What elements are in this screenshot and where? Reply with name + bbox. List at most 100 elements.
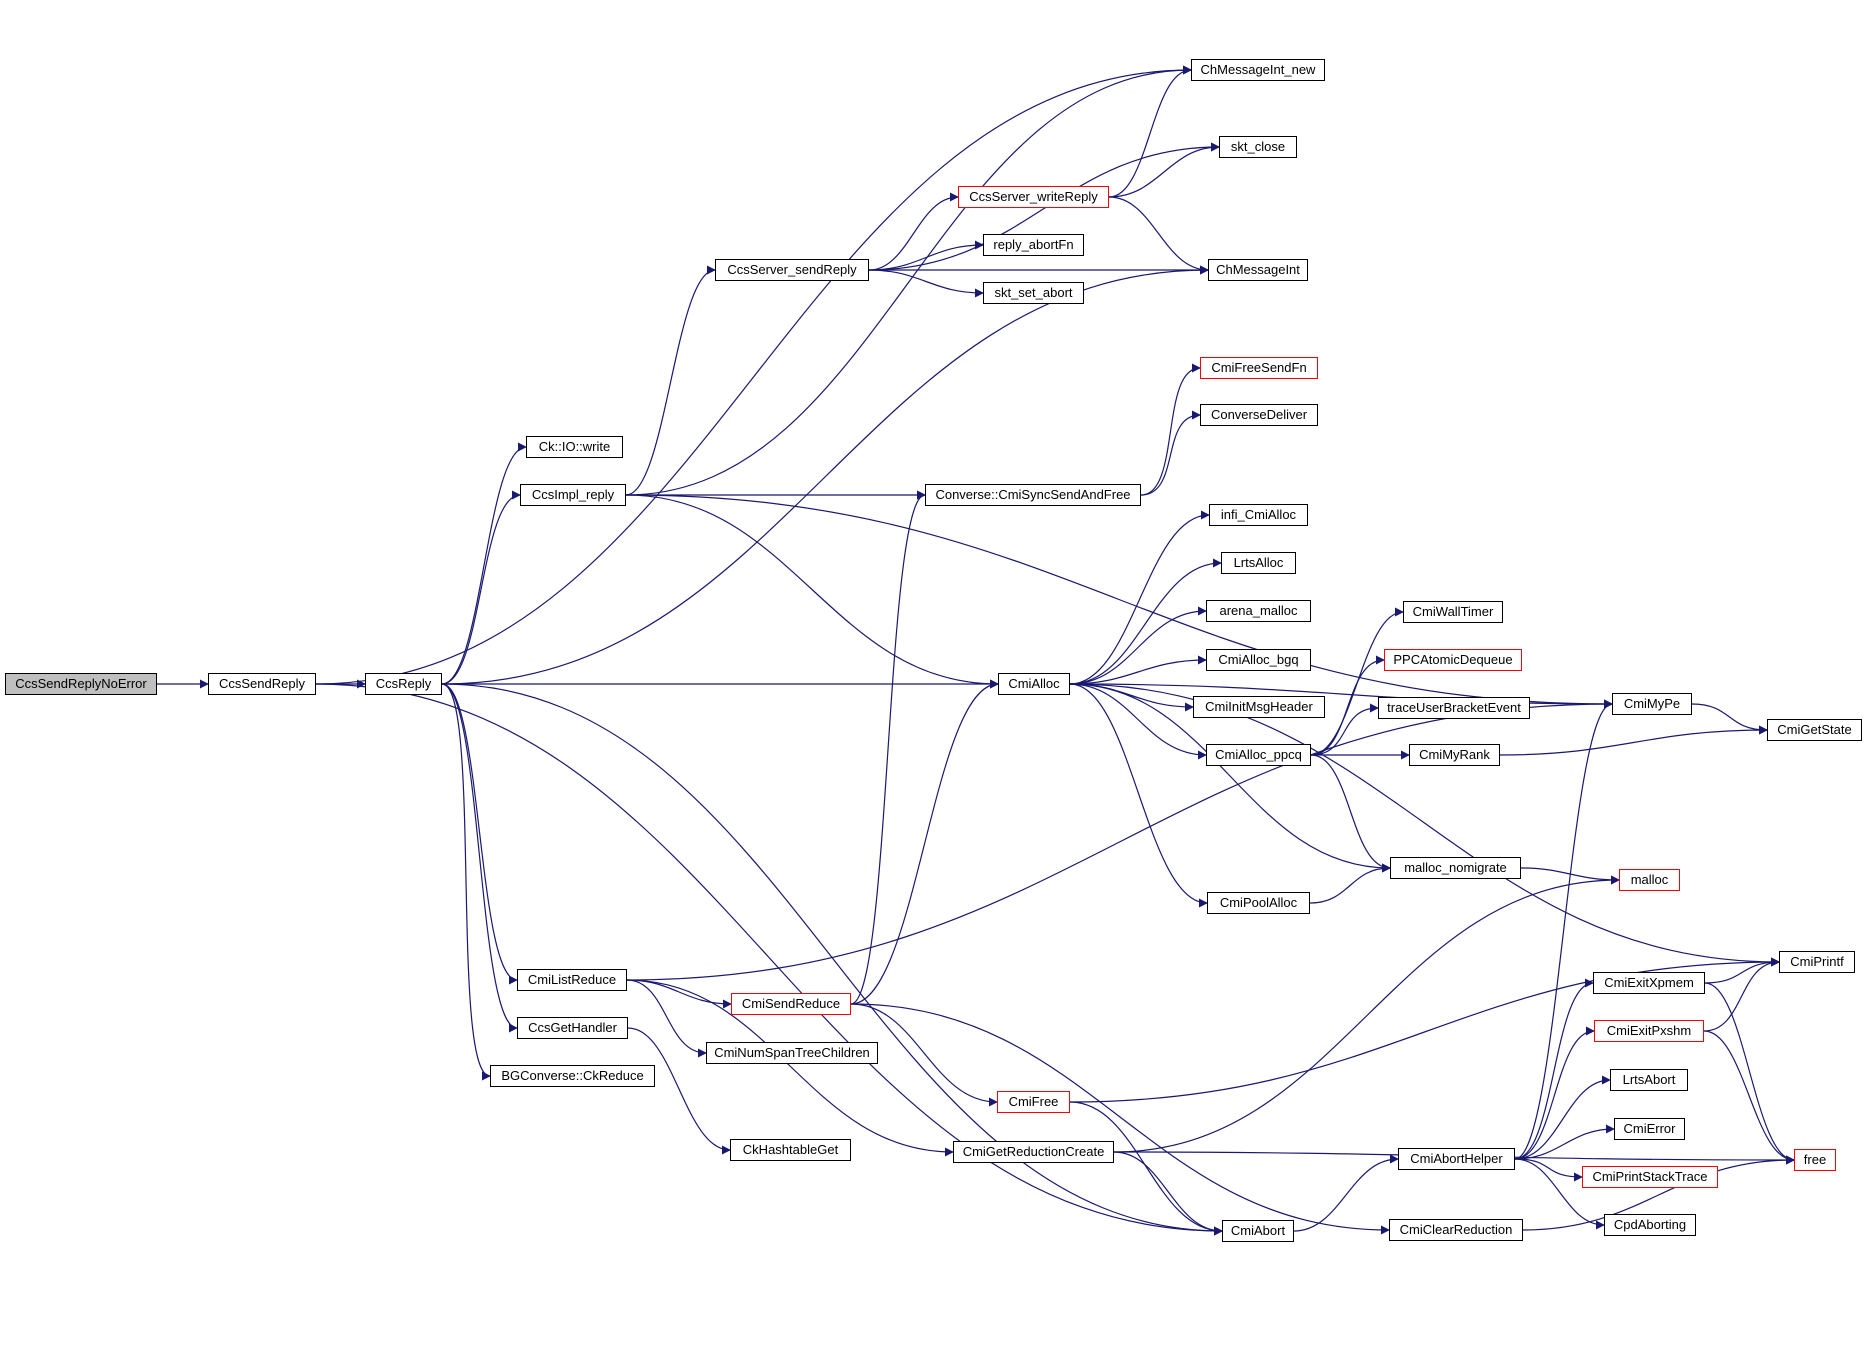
edge-ccssendreply-to-chmessageintnew bbox=[315, 65, 1192, 685]
graph-node-cmiabort[interactable]: CmiAbort bbox=[1222, 1220, 1294, 1242]
graph-node-cmiallocppcq[interactable]: CmiAlloc_ppcq bbox=[1206, 744, 1311, 766]
edge-ccsreply-to-ckiowrite bbox=[441, 442, 527, 685]
graph-node-chmessageint[interactable]: ChMessageInt bbox=[1208, 259, 1308, 281]
graph-node-lrtsalloc[interactable]: LrtsAlloc bbox=[1221, 552, 1296, 574]
graph-node-cmiallocbgq[interactable]: CmiAlloc_bgq bbox=[1206, 649, 1311, 671]
edge-cmiallocppcq-to-traceuserbracketevent bbox=[1310, 703, 1379, 756]
edge-cmialloc-to-cmiallocppcq bbox=[1069, 683, 1207, 760]
graph-node-cmialloc[interactable]: CmiAlloc bbox=[998, 673, 1070, 695]
graph-node-bgckreduce[interactable]: BGConverse::CkReduce bbox=[490, 1065, 655, 1087]
graph-node-chmessageintnew[interactable]: ChMessageInt_new bbox=[1191, 59, 1325, 81]
graph-node-ckiowrite[interactable]: Ck::IO::write bbox=[526, 436, 623, 458]
edge-cmialloc-to-cmipoolalloc bbox=[1069, 683, 1208, 908]
graph-node-cmiaborthelper[interactable]: CmiAbortHelper bbox=[1398, 1148, 1515, 1170]
edge-cmisendreduce-to-cmisyncsendandfree bbox=[850, 490, 926, 1005]
edge-ccsserverwritereply-to-chmessageint bbox=[1108, 196, 1209, 275]
edge-ccsreply-to-cmilistreduce bbox=[441, 683, 518, 985]
graph-node-ccsreply[interactable]: CcsReply bbox=[365, 673, 442, 695]
graph-node-cmierror[interactable]: CmiError bbox=[1614, 1118, 1685, 1140]
edge-cmiaborthelper-to-cmiprintstacktrace bbox=[1514, 1158, 1583, 1182]
graph-node-cmiexitpxshm[interactable]: CmiExitPxshm bbox=[1594, 1020, 1704, 1042]
graph-node-cmiprintstacktrace[interactable]: CmiPrintStackTrace bbox=[1582, 1166, 1718, 1188]
edge-cmilistreduce-to-cminumspantreechildren bbox=[626, 979, 707, 1058]
edge-cmiexitxpmem-to-free bbox=[1704, 982, 1795, 1165]
edge-cmifree-to-cmiabort bbox=[1069, 1101, 1223, 1236]
graph-node-cmimyrank[interactable]: CmiMyRank bbox=[1409, 744, 1500, 766]
graph-node-cmisyncsendandfree[interactable]: Converse::CmiSyncSendAndFree bbox=[925, 484, 1141, 506]
graph-node-cmiexitxpmem[interactable]: CmiExitXpmem bbox=[1593, 972, 1705, 994]
graph-node-mallocnomigrate[interactable]: malloc_nomigrate bbox=[1390, 857, 1521, 879]
graph-node-sktsetabort[interactable]: skt_set_abort bbox=[983, 282, 1084, 304]
graph-node-free[interactable]: free bbox=[1794, 1149, 1836, 1171]
graph-node-cmifree[interactable]: CmiFree bbox=[997, 1091, 1070, 1113]
edge-ccsreply-to-ccsimplreply bbox=[441, 490, 521, 685]
edge-cmiexitxpmem-to-cmiprintf bbox=[1704, 957, 1780, 984]
edge-ccsserversendreply-to-ccsserverwritereply bbox=[868, 192, 959, 271]
edge-cmipoolalloc-to-mallocnomigrate bbox=[1309, 863, 1391, 904]
edge-ccsreply-to-ccsgethandler bbox=[441, 683, 518, 1033]
graph-node-ppcatomicdequeue[interactable]: PPCAtomicDequeue bbox=[1384, 649, 1522, 671]
edge-cmilistreduce-to-cmimype bbox=[626, 699, 1613, 981]
edge-cmiexitpxshm-to-free bbox=[1703, 1030, 1795, 1165]
edge-ccsimplreply-to-ccsserversendreply bbox=[625, 265, 716, 496]
graph-node-arenamalloc[interactable]: arena_malloc bbox=[1206, 600, 1311, 622]
graph-node-cmiinitmsgheader[interactable]: CmiInitMsgHeader bbox=[1193, 696, 1325, 718]
edge-ccsgethandler-to-ckhashtableget bbox=[627, 1027, 731, 1155]
edge-cmilistreduce-to-cmigetreductioncreate bbox=[626, 979, 954, 1157]
graph-node-cmiprintf[interactable]: CmiPrintf bbox=[1779, 951, 1855, 973]
graph-node-ccsserversendreply[interactable]: CcsServer_sendReply bbox=[715, 259, 869, 281]
edge-cmisendreduce-to-cmialloc bbox=[850, 679, 999, 1005]
edge-cmifree-to-cmiprintf bbox=[1069, 957, 1780, 1103]
edge-cmialloc-to-cmiprintf bbox=[1069, 683, 1780, 967]
edge-cmigetreductioncreate-to-cmiabort bbox=[1113, 1151, 1223, 1236]
graph-node-cmigetreductioncreate[interactable]: CmiGetReductionCreate bbox=[953, 1141, 1114, 1163]
graph-node-cmilistreduce[interactable]: CmiListReduce bbox=[517, 969, 627, 991]
edge-ccsserverwritereply-to-sktclose bbox=[1108, 142, 1220, 198]
edge-cmialloc-to-cmiallocbgq bbox=[1069, 655, 1207, 685]
graph-node-cmifreesendfn[interactable]: CmiFreeSendFn bbox=[1200, 357, 1318, 379]
graph-node-conversedeliver[interactable]: ConverseDeliver bbox=[1200, 404, 1318, 426]
edge-cmialloc-to-arenamalloc bbox=[1069, 606, 1207, 685]
graph-node-lrtsabort[interactable]: LrtsAbort bbox=[1610, 1069, 1688, 1091]
edge-ccssendreply-to-cmiabort bbox=[315, 683, 1223, 1236]
graph-node-cmimype[interactable]: CmiMyPe bbox=[1612, 693, 1692, 715]
graph-node-root: CcsSendReplyNoError bbox=[5, 673, 157, 695]
edge-cmiaborthelper-to-cmiexitxpmem bbox=[1514, 978, 1594, 1160]
edge-ccsimplreply-to-cmialloc bbox=[625, 494, 999, 689]
edge-cmisendreduce-to-cmiclearreduction bbox=[850, 1003, 1390, 1235]
graph-node-cmisendreduce[interactable]: CmiSendReduce bbox=[731, 993, 851, 1015]
edge-cmialloc-to-lrtsalloc bbox=[1069, 558, 1222, 685]
graph-node-cmiclearreduction[interactable]: CmiClearReduction bbox=[1389, 1219, 1523, 1241]
edge-cmialloc-to-inficmialloc bbox=[1069, 510, 1210, 685]
graph-node-ckhashtableget[interactable]: CkHashtableGet bbox=[730, 1139, 851, 1161]
edge-cmiaborthelper-to-cmimype bbox=[1514, 699, 1613, 1160]
edge-ccsserversendreply-to-sktclose bbox=[868, 142, 1220, 271]
graph-node-inficmialloc[interactable]: infi_CmiAlloc bbox=[1209, 504, 1308, 526]
edge-ccsserverwritereply-to-chmessageintnew bbox=[1108, 65, 1192, 198]
edge-cmisyncsendandfree-to-cmifreesendfn bbox=[1140, 363, 1201, 496]
edge-ccsreply-to-bgckreduce bbox=[441, 683, 491, 1081]
graph-node-cpdaborting[interactable]: CpdAborting bbox=[1604, 1214, 1696, 1236]
graph-node-ccsimplreply[interactable]: CcsImpl_reply bbox=[520, 484, 626, 506]
edge-cmiexitpxshm-to-cmiprintf bbox=[1703, 957, 1780, 1032]
edge-cmimype-to-cmigetstate bbox=[1691, 703, 1768, 735]
graph-node-ccssendreply[interactable]: CcsSendReply bbox=[208, 673, 316, 695]
graph-node-traceuserbracketevent[interactable]: traceUserBracketEvent bbox=[1378, 697, 1530, 719]
graph-node-ccsgethandler[interactable]: CcsGetHandler bbox=[517, 1017, 628, 1039]
edge-cmisyncsendandfree-to-conversedeliver bbox=[1140, 410, 1201, 496]
graph-node-sktclose[interactable]: skt_close bbox=[1219, 136, 1297, 158]
graph-node-cmipoolalloc[interactable]: CmiPoolAlloc bbox=[1207, 892, 1310, 914]
graph-node-cmigetstate[interactable]: CmiGetState bbox=[1767, 719, 1862, 741]
graph-node-malloc[interactable]: malloc bbox=[1619, 869, 1680, 891]
edge-cmigetreductioncreate-to-malloc bbox=[1113, 875, 1620, 1153]
edge-ccsreply-to-chmessageint bbox=[441, 265, 1209, 685]
graph-node-cmiwalltimer[interactable]: CmiWallTimer bbox=[1403, 601, 1503, 623]
edge-cmilistreduce-to-cmisendreduce bbox=[626, 979, 732, 1009]
edge-cmiaborthelper-to-cmiexitpxshm bbox=[1514, 1026, 1595, 1160]
graph-node-cminumspantreechildren[interactable]: CmiNumSpanTreeChildren bbox=[706, 1042, 878, 1064]
edge-cmiabort-to-cmiaborthelper bbox=[1293, 1154, 1399, 1232]
graph-node-ccsserverwritereply[interactable]: CcsServer_writeReply bbox=[958, 186, 1109, 208]
graph-node-replyabortfn[interactable]: reply_abortFn bbox=[983, 234, 1084, 256]
edge-cmimyrank-to-cmigetstate bbox=[1499, 725, 1768, 756]
